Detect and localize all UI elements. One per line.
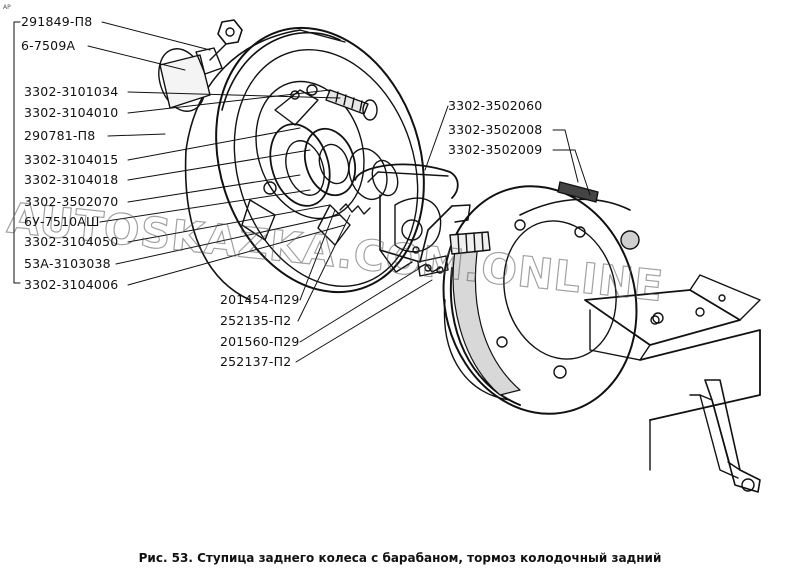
- watermark-text: AUTOSKAZKA.COM.ONLINE: [5, 193, 666, 311]
- brake-lever: [704, 379, 761, 493]
- brake-spring: [339, 203, 441, 273]
- wheel-stud: [325, 89, 378, 121]
- part-label: 3302-3104050: [24, 234, 119, 249]
- corner-mark: AP: [3, 4, 11, 11]
- leader-lines: [13, 21, 591, 363]
- part-label: 291849-П8: [21, 14, 93, 29]
- axle-beam: [584, 274, 761, 479]
- part-label: 3302-3502070: [24, 194, 119, 209]
- part-label: 290781-П8: [24, 128, 96, 143]
- part-label: 3302-3104015: [24, 152, 119, 167]
- adjuster-bolt: [417, 231, 491, 277]
- part-label: 201454-П29: [220, 292, 300, 307]
- part-label: 3302-3101034: [24, 84, 119, 99]
- part-label: 6-7509А: [21, 38, 76, 53]
- part-label: 3302-3104006: [24, 277, 119, 292]
- part-label: 252137-П2: [220, 354, 292, 369]
- part-label: 6У-7510АШ: [24, 214, 100, 229]
- bearing-outer: [269, 123, 331, 207]
- part-label: 3302-3104010: [24, 105, 119, 120]
- part-label: 3302-3502009: [448, 142, 543, 157]
- brake-backing-plate: [442, 181, 664, 415]
- brake-shoe: [354, 163, 471, 274]
- part-label: 3302-3502008: [448, 122, 543, 137]
- bearing-inner: [303, 127, 399, 201]
- part-label: 252135-П2: [220, 313, 292, 328]
- part-label: 201560-П29: [220, 334, 300, 349]
- part-label: 3302-3502060: [448, 98, 543, 113]
- part-label: 3302-3104018: [24, 172, 119, 187]
- part-label: 53А-3103038: [24, 256, 111, 271]
- wheel-hub: [158, 19, 243, 112]
- figure-caption: Рис. 53. Ступица заднего колеса с бараба…: [138, 551, 662, 565]
- brake-drum: [184, 26, 425, 301]
